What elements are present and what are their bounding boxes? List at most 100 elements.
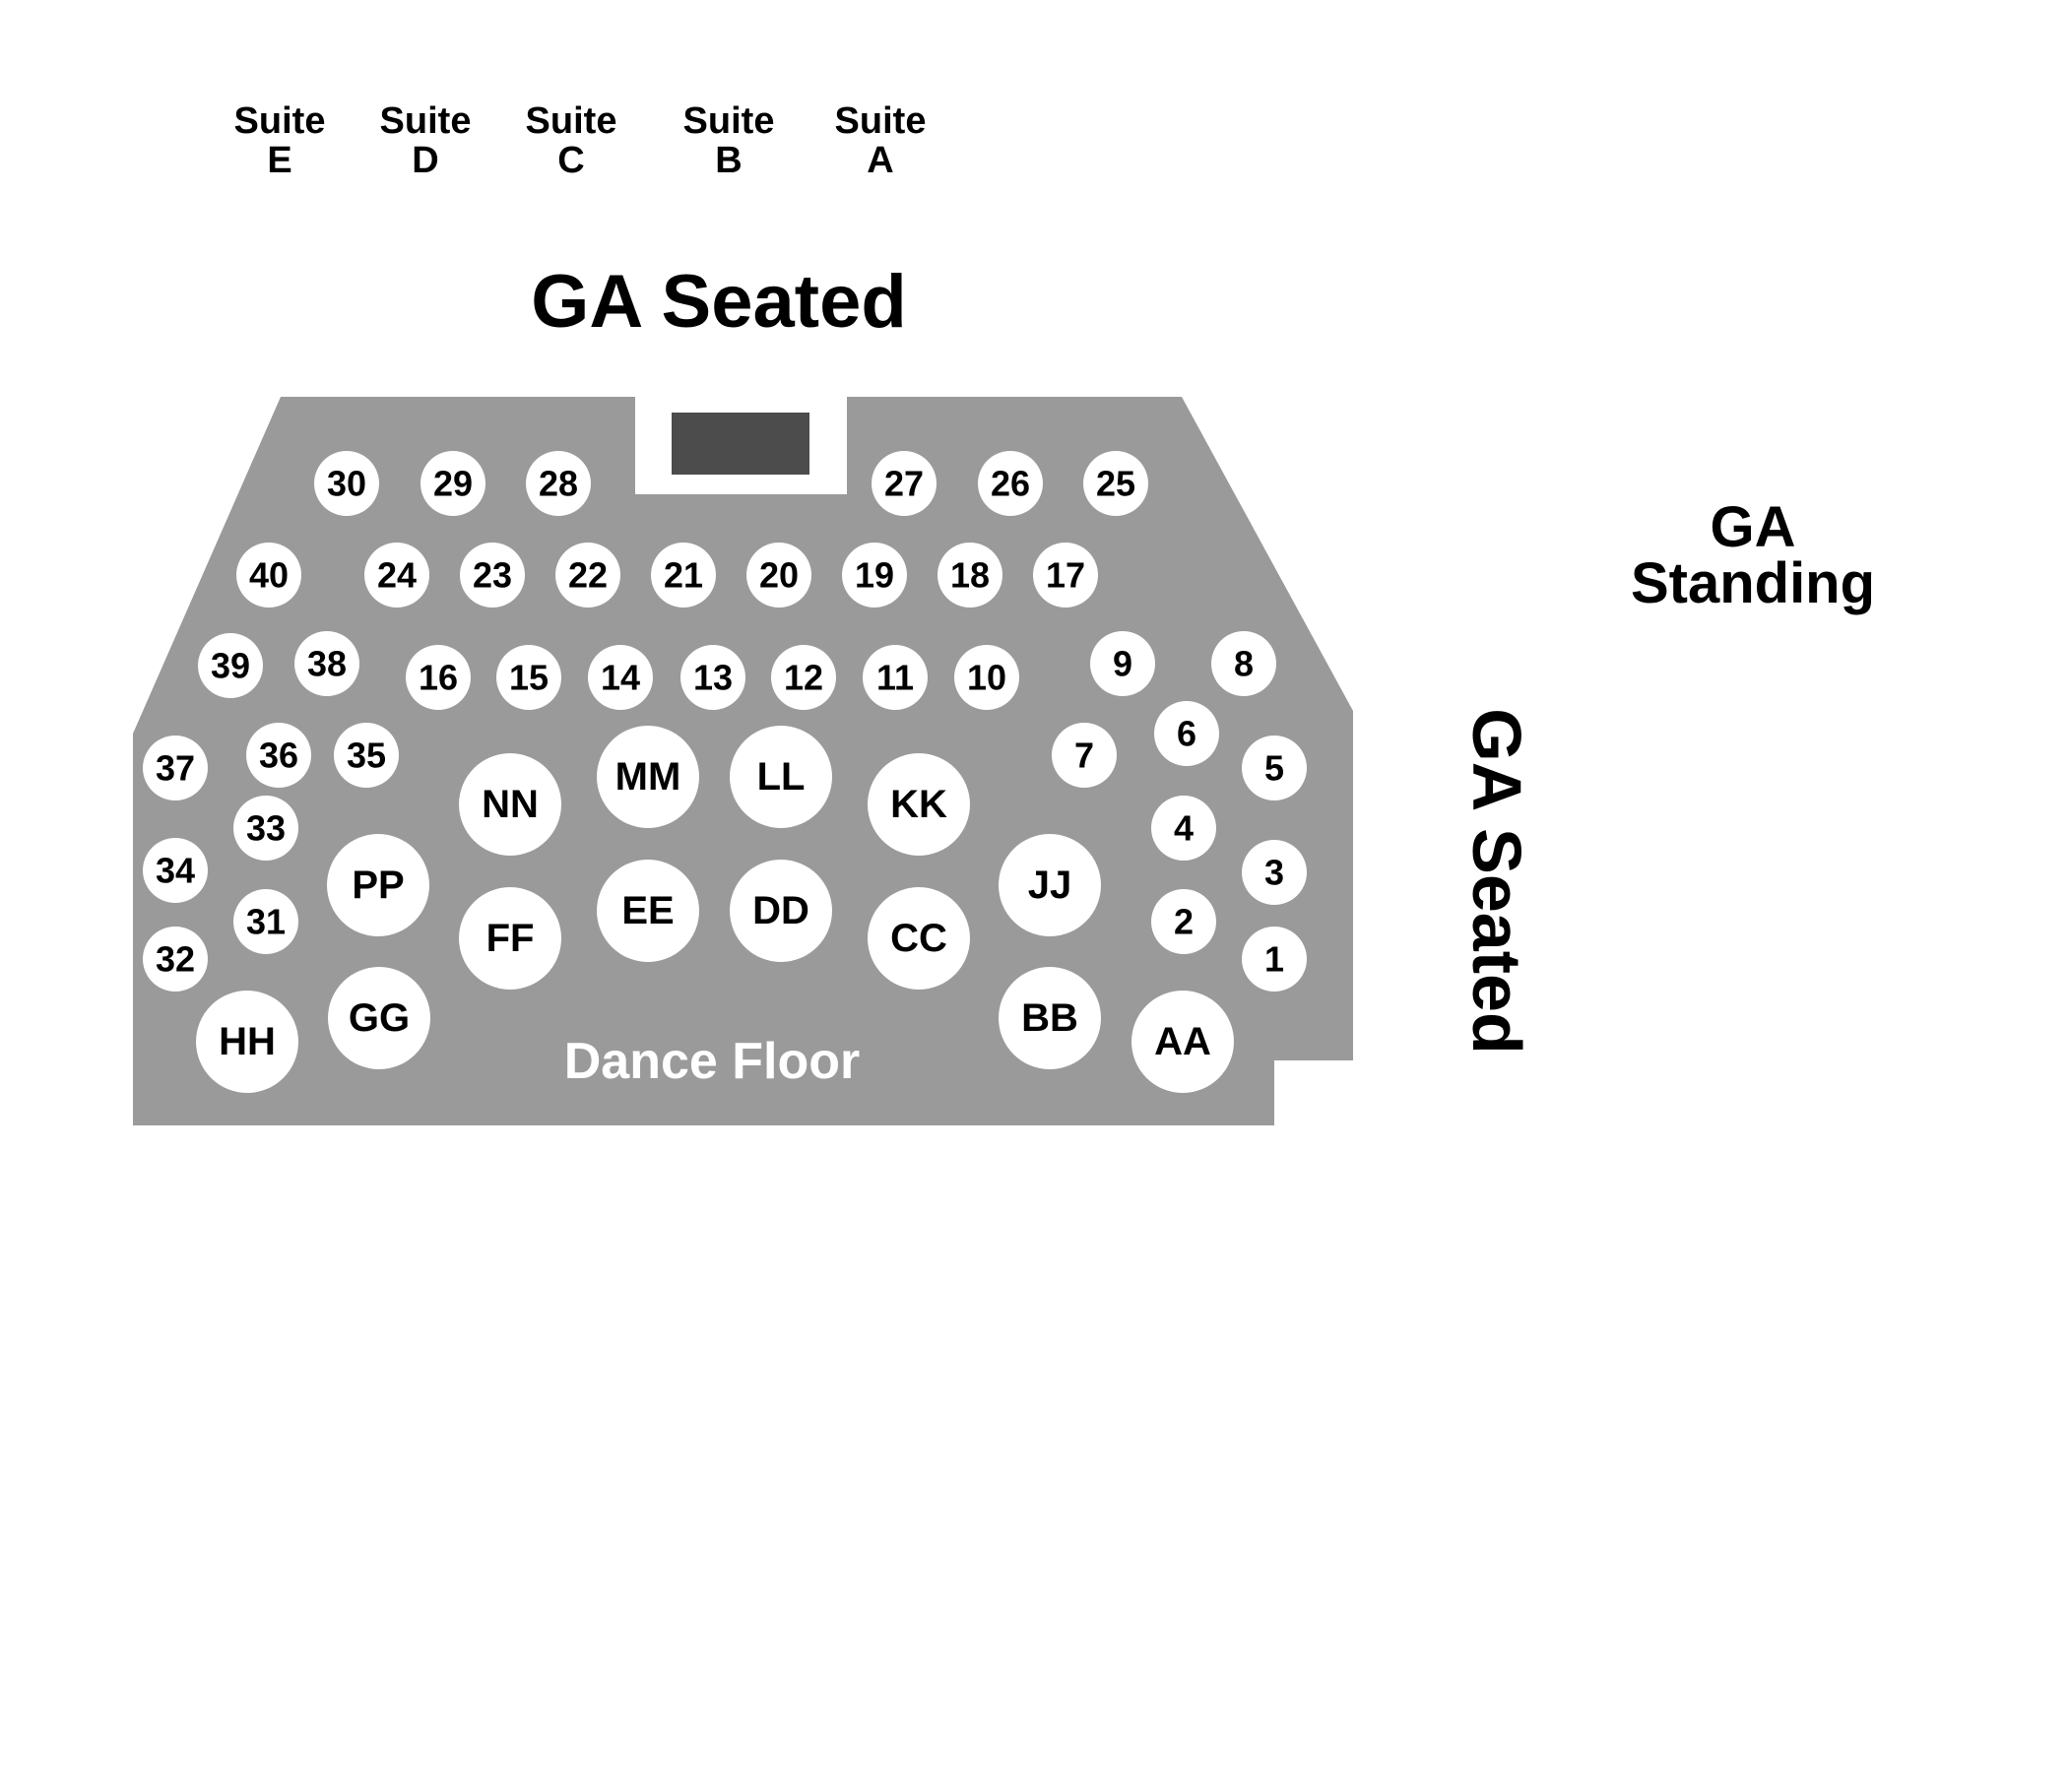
table-24[interactable]: 24 [364,543,429,608]
table-circle [246,723,311,788]
table-gg[interactable]: GG [328,967,430,1069]
table-32[interactable]: 32 [143,927,208,992]
table-circle [597,860,699,962]
table-26[interactable]: 26 [978,451,1043,516]
table-2[interactable]: 2 [1151,889,1216,954]
table-8[interactable]: 8 [1211,631,1276,696]
table-bb[interactable]: BB [999,967,1101,1069]
table-5[interactable]: 5 [1242,736,1307,800]
table-25[interactable]: 25 [1083,451,1148,516]
table-29[interactable]: 29 [420,451,485,516]
table-label: 33 [246,808,286,849]
table-19[interactable]: 19 [842,543,907,608]
table-label: 10 [967,658,1006,698]
table-21[interactable]: 21 [651,543,716,608]
table-label: 27 [884,464,924,504]
table-label: 34 [156,851,195,891]
table-label: MM [615,755,681,799]
table-30[interactable]: 30 [314,451,379,516]
table-circle [937,543,1002,608]
table-ee[interactable]: EE [597,860,699,962]
table-circle [198,633,263,698]
table-36[interactable]: 36 [246,723,311,788]
table-pp[interactable]: PP [327,834,429,936]
table-label: 17 [1046,555,1085,596]
suite-b-line1: Suite [683,100,775,142]
table-circle [651,543,716,608]
dance-floor-label: Dance Floor [564,1033,861,1090]
table-15[interactable]: 15 [496,645,561,710]
table-circle [872,451,937,516]
table-3[interactable]: 3 [1242,840,1307,905]
table-12[interactable]: 12 [771,645,836,710]
table-label: 35 [347,736,386,776]
table-circle [143,927,208,992]
table-7[interactable]: 7 [1052,723,1117,788]
suite-d-label[interactable]: Suite D [380,100,472,181]
ga-seated-side-label[interactable]: GA Seated [1458,708,1535,1054]
table-10[interactable]: 10 [954,645,1019,710]
table-33[interactable]: 33 [233,796,298,861]
table-4[interactable]: 4 [1151,796,1216,861]
table-20[interactable]: 20 [746,543,811,608]
suite-b-label[interactable]: Suite B [683,100,775,181]
table-circle [459,887,561,990]
table-22[interactable]: 22 [555,543,620,608]
table-label: 20 [759,555,799,596]
table-1[interactable]: 1 [1242,927,1307,992]
table-14[interactable]: 14 [588,645,653,710]
suite-e-label[interactable]: Suite E [234,100,326,181]
table-label: 23 [473,555,512,596]
table-cc[interactable]: CC [868,887,970,990]
table-circle [236,543,301,608]
table-aa[interactable]: AA [1131,991,1234,1093]
table-27[interactable]: 27 [872,451,937,516]
table-11[interactable]: 11 [863,645,928,710]
table-label: 13 [693,658,733,698]
table-39[interactable]: 39 [198,633,263,698]
table-6[interactable]: 6 [1154,701,1219,766]
table-label: 9 [1113,644,1132,684]
table-label: 29 [433,464,473,504]
table-label: 11 [876,658,914,698]
table-9[interactable]: 9 [1090,631,1155,696]
table-hh[interactable]: HH [196,991,298,1093]
suite-a-label[interactable]: Suite A [835,100,927,181]
table-mm[interactable]: MM [597,726,699,828]
table-35[interactable]: 35 [334,723,399,788]
table-circle [334,723,399,788]
table-label: 24 [377,555,417,596]
table-23[interactable]: 23 [460,543,525,608]
table-17[interactable]: 17 [1033,543,1098,608]
table-40[interactable]: 40 [236,543,301,608]
table-kk[interactable]: KK [868,753,970,856]
table-label: 15 [509,658,549,698]
table-18[interactable]: 18 [937,543,1002,608]
table-38[interactable]: 38 [294,631,359,696]
table-label: 4 [1174,808,1194,849]
table-label: EE [621,889,674,932]
table-nn[interactable]: NN [459,753,561,856]
table-28[interactable]: 28 [526,451,591,516]
table-circle [1154,701,1219,766]
table-label: 40 [249,555,289,596]
table-34[interactable]: 34 [143,838,208,903]
table-circle [406,645,471,710]
table-label: 18 [950,555,990,596]
suite-a-line1: Suite [835,100,927,142]
table-label: 7 [1074,736,1094,776]
table-dd[interactable]: DD [730,860,832,962]
table-37[interactable]: 37 [143,736,208,800]
ga-seated-top-label[interactable]: GA Seated [531,260,907,344]
table-ff[interactable]: FF [459,887,561,990]
table-13[interactable]: 13 [680,645,745,710]
table-jj[interactable]: JJ [999,834,1101,936]
table-31[interactable]: 31 [233,889,298,954]
suite-c-label[interactable]: Suite C [526,100,617,181]
table-circle [328,967,430,1069]
table-circle [1242,840,1307,905]
table-circle [526,451,591,516]
ga-standing-label[interactable]: GA Standing [1631,495,1875,615]
table-16[interactable]: 16 [406,645,471,710]
table-ll[interactable]: LL [730,726,832,828]
